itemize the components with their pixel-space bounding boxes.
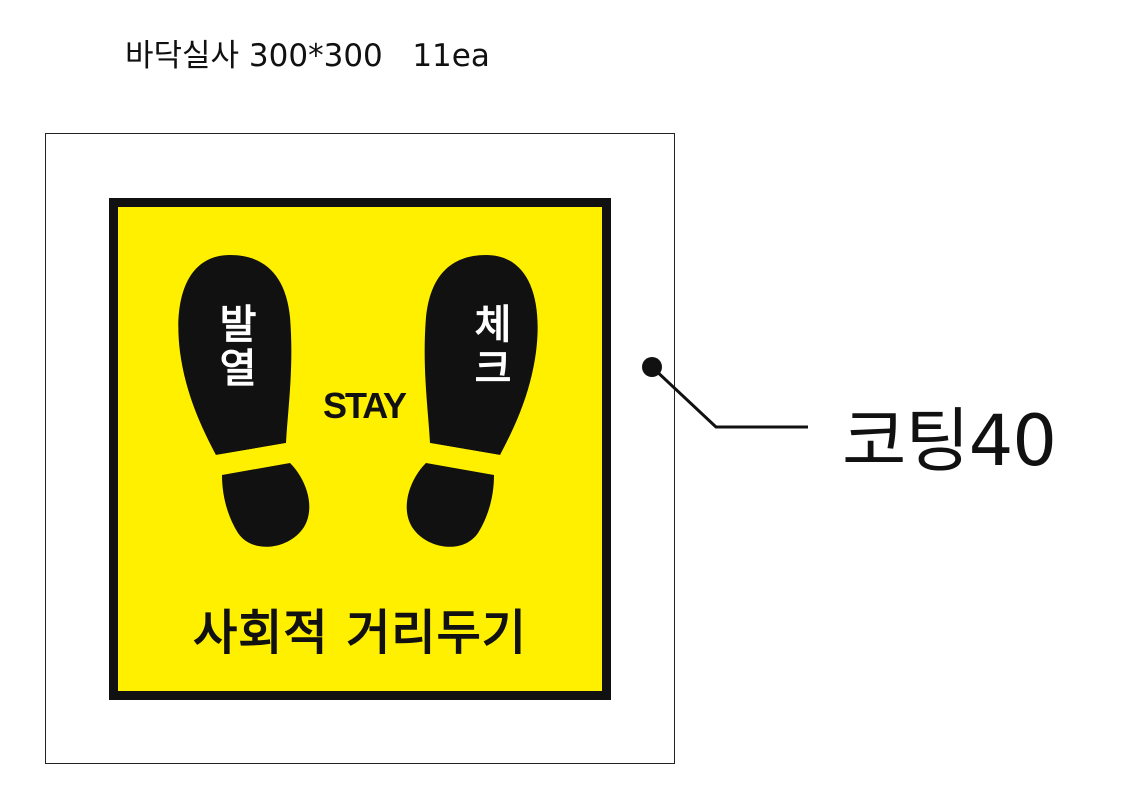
right-foot-text-line: 체 크 [474, 302, 512, 392]
left-foot-text-line: 발 열 [219, 302, 257, 392]
left-foot-text: 발 열 [208, 303, 268, 391]
left-foot-heel-icon [222, 463, 310, 547]
stay-text: STAY [322, 385, 407, 426]
left-foot-sole-icon [178, 255, 292, 455]
right-foot-sole-icon [424, 255, 538, 455]
floor-sticker: 발 열 체 크 STAY 사회적 거리두기 [109, 198, 611, 700]
leader-line-icon [650, 365, 808, 429]
right-foot-heel-icon [406, 463, 494, 547]
left-foot-band-icon [216, 443, 289, 471]
coating-label: 코팅40 [842, 400, 1057, 482]
footprints-graphic [178, 255, 538, 547]
leader-line-graphic [642, 357, 808, 429]
right-foot-text: 체 크 [463, 303, 523, 391]
spec-title: 바닥실사 300*300 11ea [125, 38, 490, 74]
social-distancing-caption: 사회적 거리두기 [193, 605, 527, 661]
right-foot-band-icon [427, 443, 500, 471]
